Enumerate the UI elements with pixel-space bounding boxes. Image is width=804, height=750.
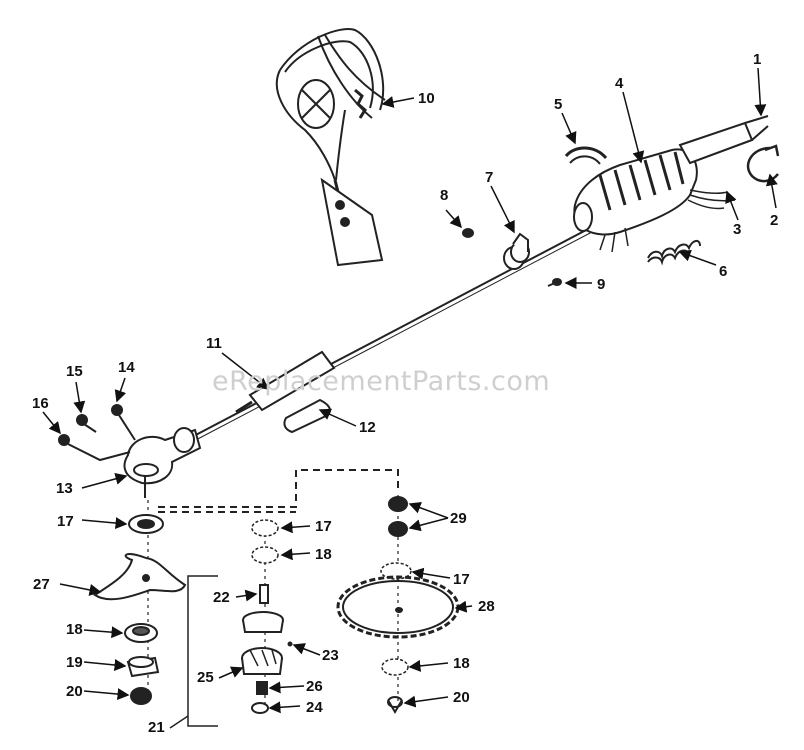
watermark-text: eReplacementParts.com <box>212 366 551 397</box>
bolt-16-part <box>58 434 131 462</box>
gear-head-part <box>123 427 202 498</box>
spring-part <box>647 240 701 266</box>
callout-18-left: 18 <box>66 621 83 638</box>
pin-23-part <box>287 641 293 647</box>
callout-22: 22 <box>213 589 230 606</box>
callout-20-right: 20 <box>453 689 470 706</box>
washer-17-mid-part <box>251 519 279 537</box>
knob-24-part <box>251 702 269 714</box>
harness-part <box>275 28 386 267</box>
handle-grip-part <box>573 148 698 253</box>
spool-cup-part <box>242 611 284 633</box>
callout-3: 3 <box>733 221 742 238</box>
callout-20-left: 20 <box>66 683 83 700</box>
screw-9-part <box>547 278 562 287</box>
callout-23: 23 <box>322 647 339 664</box>
callout-18-mid: 18 <box>315 546 332 563</box>
washer-17-right-part <box>380 562 412 580</box>
callout-17-mid: 17 <box>315 518 332 535</box>
callout-16: 16 <box>32 395 49 412</box>
tube-11-part <box>235 350 336 414</box>
callout-15: 15 <box>66 363 83 380</box>
cup-19-part <box>126 656 160 678</box>
callout-27: 27 <box>33 576 50 593</box>
clip-part <box>746 144 780 183</box>
nut-20-left-part <box>130 687 152 705</box>
bolt-14-part <box>111 404 136 441</box>
washer-18-left-part <box>124 623 158 643</box>
spool-25-part <box>241 647 283 675</box>
callout-17-right: 17 <box>453 571 470 588</box>
callout-19: 19 <box>66 654 83 671</box>
group-bracket-21 <box>169 575 218 729</box>
callout-18-right: 18 <box>453 655 470 672</box>
blade-27-part <box>93 553 187 601</box>
callout-leaders-29 <box>408 501 449 532</box>
retainer-part <box>564 146 608 165</box>
screw-8-part <box>462 228 474 238</box>
callout-5: 5 <box>554 96 563 113</box>
decal-12-part <box>283 398 331 434</box>
callout-25: 25 <box>197 669 214 686</box>
callout-21: 21 <box>148 719 165 736</box>
callout-8: 8 <box>440 187 449 204</box>
callout-9: 9 <box>597 276 606 293</box>
callout-17-left: 17 <box>57 513 74 530</box>
spring-26-part <box>256 681 268 695</box>
callout-4: 4 <box>615 75 624 92</box>
callout-28: 28 <box>478 598 495 615</box>
clamp-part <box>503 232 530 270</box>
callout-10: 10 <box>418 90 435 107</box>
callout-12: 12 <box>359 419 376 436</box>
callout-13: 13 <box>56 480 73 497</box>
callout-24: 24 <box>306 699 323 716</box>
callout-6: 6 <box>719 263 728 280</box>
drive-shaft <box>189 227 593 443</box>
nut-20-right-part <box>387 696 403 714</box>
bolt-15-part <box>76 414 97 433</box>
bearing-17-left-part <box>128 514 164 534</box>
callout-29: 29 <box>450 510 467 527</box>
pin-22-part <box>259 584 269 604</box>
callout-2: 2 <box>770 212 779 229</box>
callout-leaders <box>42 67 778 714</box>
throttle-tube-part <box>678 115 769 165</box>
callout-26: 26 <box>306 678 323 695</box>
washer-18-mid-part <box>251 546 279 564</box>
nut-29-part <box>388 496 408 537</box>
callout-11: 11 <box>206 335 222 352</box>
washer-18-right-part <box>381 658 409 676</box>
callout-7: 7 <box>485 169 494 186</box>
callout-14: 14 <box>118 359 135 376</box>
callout-1: 1 <box>753 51 762 68</box>
